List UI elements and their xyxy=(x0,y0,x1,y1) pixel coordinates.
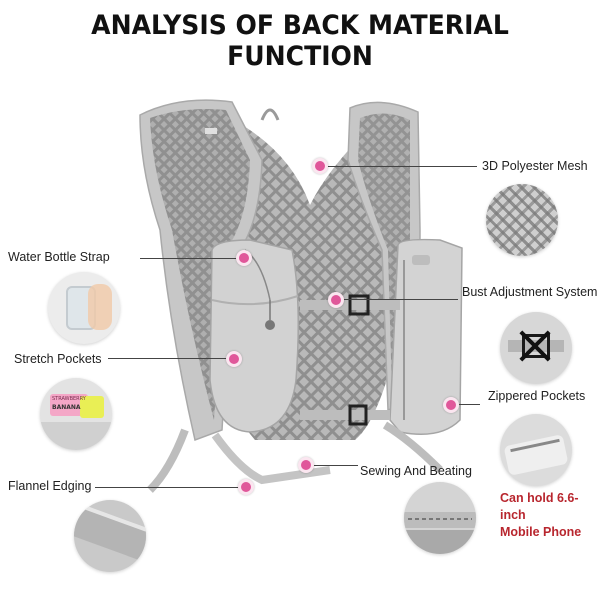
bust-marker xyxy=(328,292,344,308)
sewing-marker xyxy=(298,457,314,473)
stretch-pocket-detail-thumb: STRAWBERRY BANANA xyxy=(40,378,112,450)
mesh-callout-line xyxy=(322,166,477,167)
sewing-callout-line xyxy=(308,465,358,466)
zippered-label: Zippered Pockets xyxy=(488,389,586,403)
bottle-pocket xyxy=(209,239,299,433)
phone-note-line2: Mobile Phone xyxy=(500,525,582,539)
page-title: ANALYSIS OF BACK MATERIAL FUNCTION xyxy=(91,10,509,72)
bust-label: Bust Adjustment System xyxy=(462,285,598,299)
phone-capacity-note: Can hold 6.6-inch Mobile Phone xyxy=(500,490,600,541)
stretch-marker xyxy=(226,351,242,367)
mesh-label: 3D Polyester Mesh xyxy=(482,159,588,173)
zipper-pocket xyxy=(389,238,463,435)
bust-callout-line xyxy=(338,299,458,300)
flannel-marker xyxy=(238,479,254,495)
zipper-pocket-detail-thumb xyxy=(500,414,572,486)
bust-buckle-detail-thumb xyxy=(500,312,572,384)
pouch-text-1: STRAWBERRY xyxy=(52,396,86,402)
stretch-callout-line xyxy=(108,358,233,359)
water-strap-callout-line xyxy=(140,258,240,259)
pouch-text-2: BANANA xyxy=(52,404,81,411)
stretch-label: Stretch Pockets xyxy=(14,352,102,366)
water-strap-detail-thumb xyxy=(48,272,120,344)
mesh-marker xyxy=(312,158,328,174)
sewing-label: Sewing And Beating xyxy=(360,464,472,478)
flannel-callout-line xyxy=(95,487,245,488)
water-strap-marker xyxy=(236,250,252,266)
zippered-callout-line xyxy=(452,404,480,405)
phone-note-line1: Can hold 6.6-inch xyxy=(500,491,579,522)
flannel-label: Flannel Edging xyxy=(8,479,92,493)
flannel-detail-thumb xyxy=(74,500,146,572)
water-strap-label: Water Bottle Strap xyxy=(8,250,110,264)
sewing-detail-thumb xyxy=(404,482,476,554)
zippered-marker xyxy=(443,397,459,413)
mesh-detail-thumb xyxy=(486,184,558,256)
